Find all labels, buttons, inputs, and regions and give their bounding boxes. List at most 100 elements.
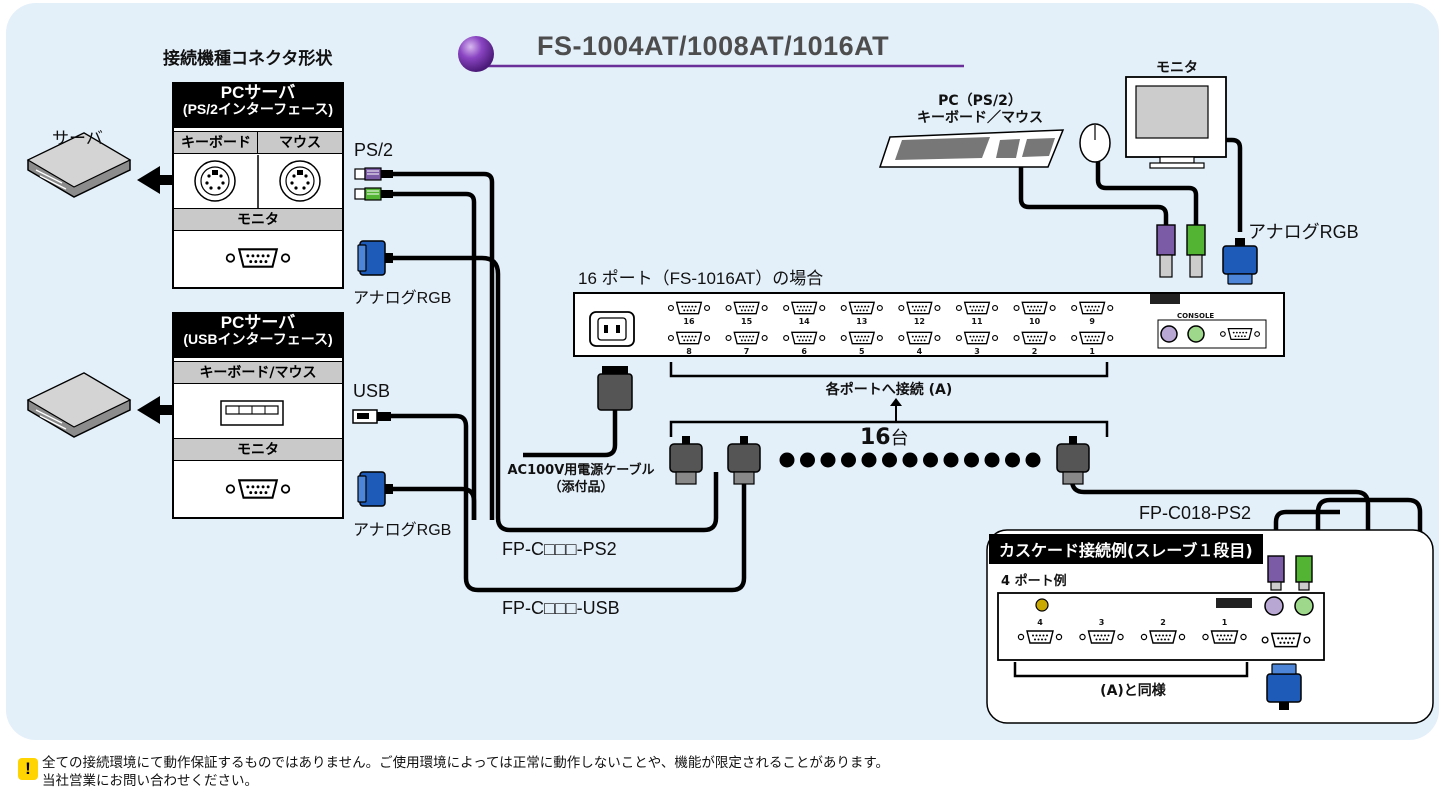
server-icon	[26, 372, 132, 438]
port-number-label: 2	[1160, 618, 1166, 627]
server-icon	[26, 132, 132, 198]
ps2-header-line2: (PS/2インターフェース)	[182, 100, 334, 117]
console-keyboard-plug	[1156, 224, 1176, 278]
console-label: CONSOLE	[1177, 312, 1215, 320]
mouse-cell: マウス	[257, 131, 343, 154]
connector-heading: 接続機種コネクタ形状	[163, 49, 333, 69]
monitor-cell: モニタ	[173, 208, 343, 231]
gray-plug	[669, 435, 703, 485]
keyboard-cell: キーボード	[173, 131, 259, 154]
ps2-mouse-plug	[354, 187, 393, 201]
power-plug	[597, 366, 633, 411]
power-cable-label: AC100V用電源ケーブル （添付品）	[507, 462, 654, 496]
cascade-header: カスケード接続例(スレーブ１段目)	[989, 534, 1263, 564]
keyboard-icon	[878, 129, 1065, 168]
port-number-label: 13	[856, 317, 868, 326]
port-number-label: 7	[743, 347, 750, 356]
port-number-label: 8	[686, 347, 692, 356]
ellipsis-dots	[779, 452, 1041, 468]
port-number-label: 10	[1029, 317, 1041, 326]
ellipsis-dot	[923, 452, 938, 468]
usb-monitor-cell: モニタ	[173, 438, 343, 461]
ellipsis-dot	[882, 452, 897, 468]
ellipsis-dot	[861, 452, 877, 468]
port-number-label: 3	[1098, 618, 1105, 627]
power-line2: （添付品）	[548, 480, 614, 495]
title-bullet	[458, 36, 964, 72]
bracket-label-a: 各ポートへ接続 (A)	[825, 382, 953, 398]
switch-caption: 16 ポート（FS-1016AT）の場合	[578, 269, 824, 288]
usb-header-line1: PCサーバ	[220, 313, 296, 332]
unit-count-unit: 台	[890, 428, 909, 449]
ellipsis-dot	[1005, 452, 1020, 468]
unit-count-number: 16	[860, 425, 891, 450]
port-number-label: 2	[1031, 347, 1038, 356]
port-number-label: 14	[798, 317, 810, 326]
gray-plug	[1056, 435, 1090, 485]
ellipsis-dot	[984, 452, 1000, 468]
port-number-label: 1	[1089, 347, 1095, 356]
port-number-label: 5	[859, 347, 865, 356]
ellipsis-dot	[1025, 452, 1041, 468]
port-number-label: 4	[916, 347, 923, 356]
port-number-label: 12	[913, 317, 925, 326]
server-label: サーバ	[52, 129, 103, 148]
mouse-icon	[1079, 123, 1111, 163]
fp-cascade-label: FP-C018-PS2	[1139, 503, 1252, 523]
monitor-icon	[1125, 76, 1227, 169]
page-title: FS-1004AT/1008AT/1016AT	[537, 31, 890, 61]
usb-header-line2: (USBインターフェース)	[183, 330, 333, 347]
analog-rgb-lower: アナログRGB	[353, 522, 452, 539]
ellipsis-dot	[902, 452, 918, 468]
unit-count: 16台	[860, 424, 909, 450]
pc-line2: キーボード／マウス	[917, 110, 1043, 126]
pc-line1: PC（PS/2）	[938, 93, 1022, 109]
ellipsis-dot	[964, 452, 979, 468]
fp-usb-label: FP-C□□□-USB	[502, 598, 620, 618]
ellipsis-dot	[841, 452, 856, 468]
port-number-label: 15	[741, 317, 753, 326]
kvm-switch-16port	[573, 292, 1285, 357]
port-number-label: 11	[971, 317, 983, 326]
port-number-label: 1	[1221, 618, 1228, 627]
ellipsis-dot	[943, 452, 959, 468]
notice-text: 全ての接続環境にて動作保証するものではありません。ご使用環境によっては正常に動作…	[42, 754, 889, 790]
cascade-bracket-label: (A)と同様	[1100, 683, 1166, 699]
up-arrow-icon	[890, 398, 902, 406]
ps2-header-line1: PCサーバ	[220, 83, 296, 102]
cascade-mouse-plug	[1295, 555, 1313, 591]
cascade-bracket	[1013, 662, 1249, 678]
notice-line1: 全ての接続環境にて動作保証するものではありません。ご使用環境によっては正常に動作…	[42, 755, 889, 771]
console-mouse-plug	[1186, 224, 1206, 278]
console-vga-plug	[1222, 237, 1258, 285]
port-number-label: 6	[801, 347, 807, 356]
ps2-label: PS/2	[354, 140, 394, 160]
ps2-box-header: PCサーバ (PS/2インターフェース)	[174, 84, 342, 128]
usb-plug	[352, 409, 391, 424]
left-arrow-icon	[137, 396, 176, 424]
console-pc-label: PC（PS/2） キーボード／マウス	[917, 93, 1043, 127]
analog-rgb-console: アナログRGB	[1248, 222, 1359, 242]
ellipsis-dot	[800, 452, 815, 468]
cascade-keyboard-plug	[1267, 555, 1285, 591]
ps2-keyboard-plug	[354, 167, 393, 181]
port-number-label: 3	[974, 347, 980, 356]
vga-plug-upper	[357, 240, 394, 276]
port-number-label: 4	[1037, 618, 1043, 627]
usb-box-header: PCサーバ (USBインターフェース)	[174, 314, 342, 358]
power-line1: AC100V用電源ケーブル	[507, 463, 655, 478]
analog-rgb-upper: アナログRGB	[353, 290, 452, 307]
notice-line2: 当社営業にお問い合わせください。	[42, 773, 258, 789]
cascade-sub-label: 4 ポート例	[1001, 574, 1067, 589]
vga-plug-lower	[357, 471, 394, 507]
port-number-label: 16	[683, 317, 695, 326]
fp-ps2-label: FP-C□□□-PS2	[502, 539, 617, 559]
warning-icon: !	[18, 758, 38, 780]
ellipsis-dot	[820, 452, 836, 468]
gray-plug	[727, 435, 761, 485]
port-number-label: 9	[1089, 317, 1095, 326]
usb-label: USB	[353, 381, 391, 401]
console-monitor-label: モニタ	[1156, 60, 1198, 76]
left-arrow-icon	[137, 166, 176, 194]
